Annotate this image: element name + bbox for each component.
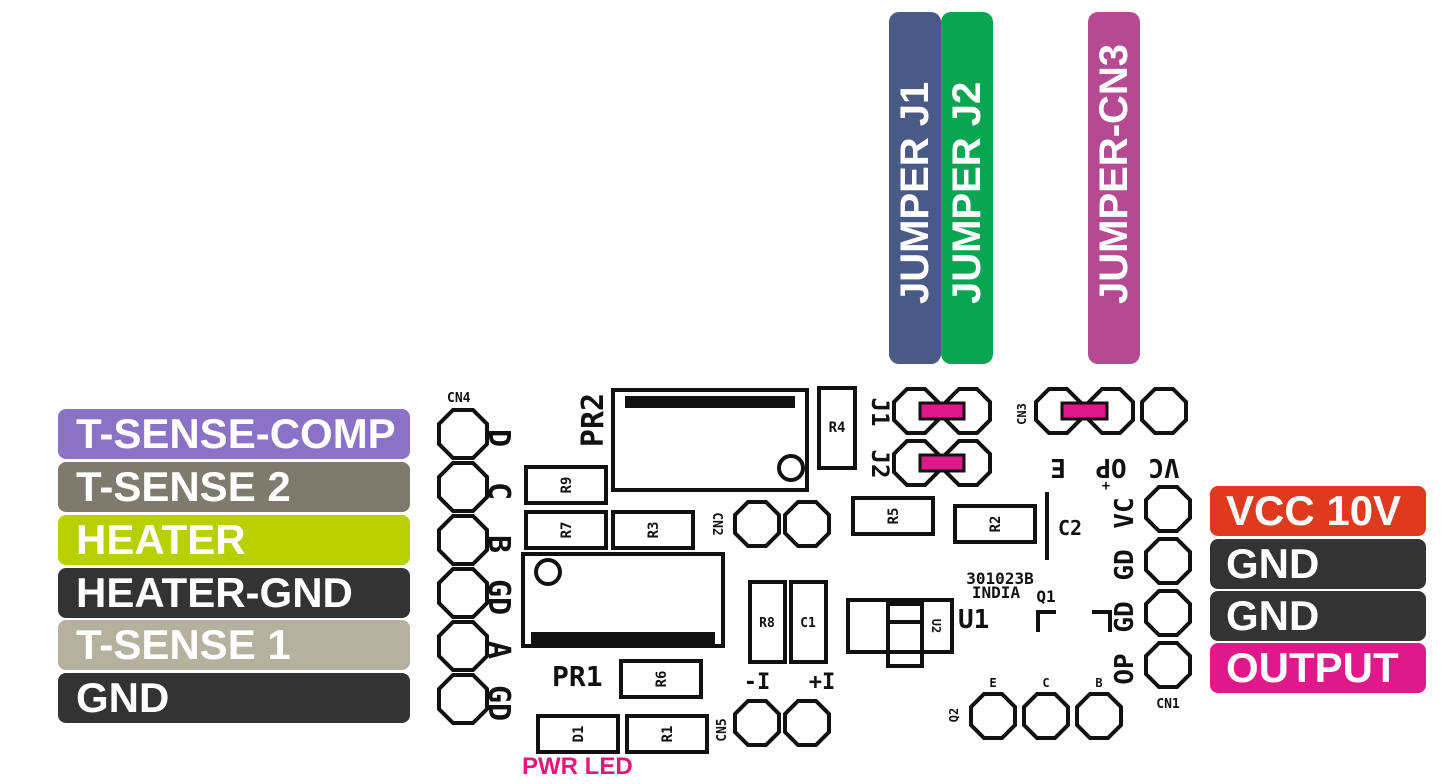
r2-label: R2: [988, 516, 1004, 533]
j1-shunt: [918, 401, 966, 421]
c2-label: C2: [1058, 516, 1082, 540]
cn5-plus-label: +I: [809, 670, 836, 695]
r1-label: R1: [660, 726, 676, 743]
d1-outline: [536, 714, 620, 754]
r5-label: R5: [886, 508, 902, 525]
label-heater-gnd: HEATER-GND: [58, 568, 410, 618]
part-number: 301023B: [966, 569, 1034, 588]
q2-pin-c: C: [1042, 676, 1049, 690]
r9-outline: [524, 465, 608, 505]
j2-label: J2: [866, 450, 894, 479]
cn4-pin-b: B: [481, 535, 516, 553]
label-t-sense-1: T-SENSE 1: [58, 620, 410, 670]
r5-outline: [851, 496, 935, 536]
cn1-pin-gd1: GD: [1110, 549, 1140, 580]
q1-mark-right: [1092, 610, 1112, 632]
q1-mark-left: [1036, 610, 1056, 632]
cn5-minus-label: -I: [744, 670, 771, 695]
j2-shunt: [918, 453, 966, 473]
pr1-label: PR1: [552, 660, 603, 693]
r7-label: R7: [559, 522, 575, 539]
pr2-trimmer: [611, 388, 809, 492]
cn1-pin-gd2: GD: [1110, 601, 1140, 632]
r4-label: R4: [829, 420, 846, 436]
part-origin: INDIA: [972, 583, 1021, 602]
label-jumper-cn3: JUMPER-CN3: [1088, 12, 1140, 364]
cn3-pin-op: OP: [1095, 452, 1126, 482]
r4-outline: [817, 386, 857, 470]
r2-outline: [953, 504, 1037, 544]
c1-outline: [789, 580, 828, 664]
cn2-header: [733, 500, 831, 548]
pwr-led-label: PWR LED: [522, 753, 633, 780]
label-t-sense-2: T-SENSE 2: [58, 462, 410, 512]
r8-outline: [748, 580, 787, 664]
c1-label: C1: [800, 616, 816, 631]
cn4-pin-gd1: GD: [481, 579, 516, 615]
j1-label: J1: [866, 398, 894, 427]
cn3-pin-e: E: [1050, 452, 1066, 482]
pr2-label: PR2: [576, 393, 611, 447]
cn1-plus-mark: +: [1102, 478, 1110, 494]
cn1-label: CN1: [1156, 697, 1180, 712]
label-gnd-left: GND: [58, 673, 410, 723]
u1-label: U1: [958, 605, 989, 635]
cn4-pin-c: C: [481, 482, 516, 500]
label-t-sense-comp: T-SENSE-COMP: [58, 409, 410, 459]
r1-outline: [625, 714, 709, 754]
q1-label: Q1: [1036, 587, 1055, 606]
cn1-header: [1144, 485, 1192, 689]
cn3-label: CN3: [1015, 403, 1029, 425]
cn3-pin-vc: VC: [1148, 452, 1179, 482]
cn3-header: [1034, 387, 1188, 435]
r3-outline: [611, 510, 695, 550]
q2-pin-e: E: [989, 676, 996, 690]
cn4-pin-a: A: [481, 641, 516, 659]
cn4-pin-gd2: GD: [481, 685, 516, 721]
cn4-pin-d: D: [481, 429, 516, 447]
label-gnd-right-2: GND: [1210, 591, 1426, 641]
r7-outline: [524, 510, 608, 550]
label-jumper-j2: JUMPER J2: [941, 12, 993, 364]
cn4-header: [437, 408, 489, 725]
cn1-pin-op: OP: [1110, 653, 1140, 684]
r3-label: R3: [646, 522, 662, 539]
label-output: OUTPUT: [1210, 643, 1426, 693]
u2-label: U2: [929, 619, 943, 633]
r6-outline: [619, 659, 703, 699]
q2-pin-b: B: [1095, 676, 1102, 690]
cn1-pin-vc: VC: [1110, 497, 1140, 528]
label-heater: HEATER: [58, 515, 410, 565]
cn4-label: CN4: [447, 391, 471, 406]
cn5-label: CN5: [715, 718, 730, 741]
d1-label: D1: [571, 726, 587, 743]
r9-label: R9: [559, 477, 575, 494]
pr1-trimmer: [521, 552, 725, 648]
cn3-shunt: [1060, 401, 1109, 421]
r6-label: R6: [654, 671, 670, 688]
cn5-header: [733, 699, 831, 747]
label-jumper-j1: JUMPER J1: [889, 12, 941, 364]
label-vcc-10v: VCC 10V: [1210, 486, 1426, 536]
cn2-label: CN2: [709, 512, 724, 535]
u2-regulator: [846, 598, 954, 668]
r8-label: R8: [759, 616, 775, 631]
q2-header: [969, 692, 1123, 740]
label-gnd-right-1: GND: [1210, 539, 1426, 589]
q2-label: Q2: [947, 708, 961, 722]
